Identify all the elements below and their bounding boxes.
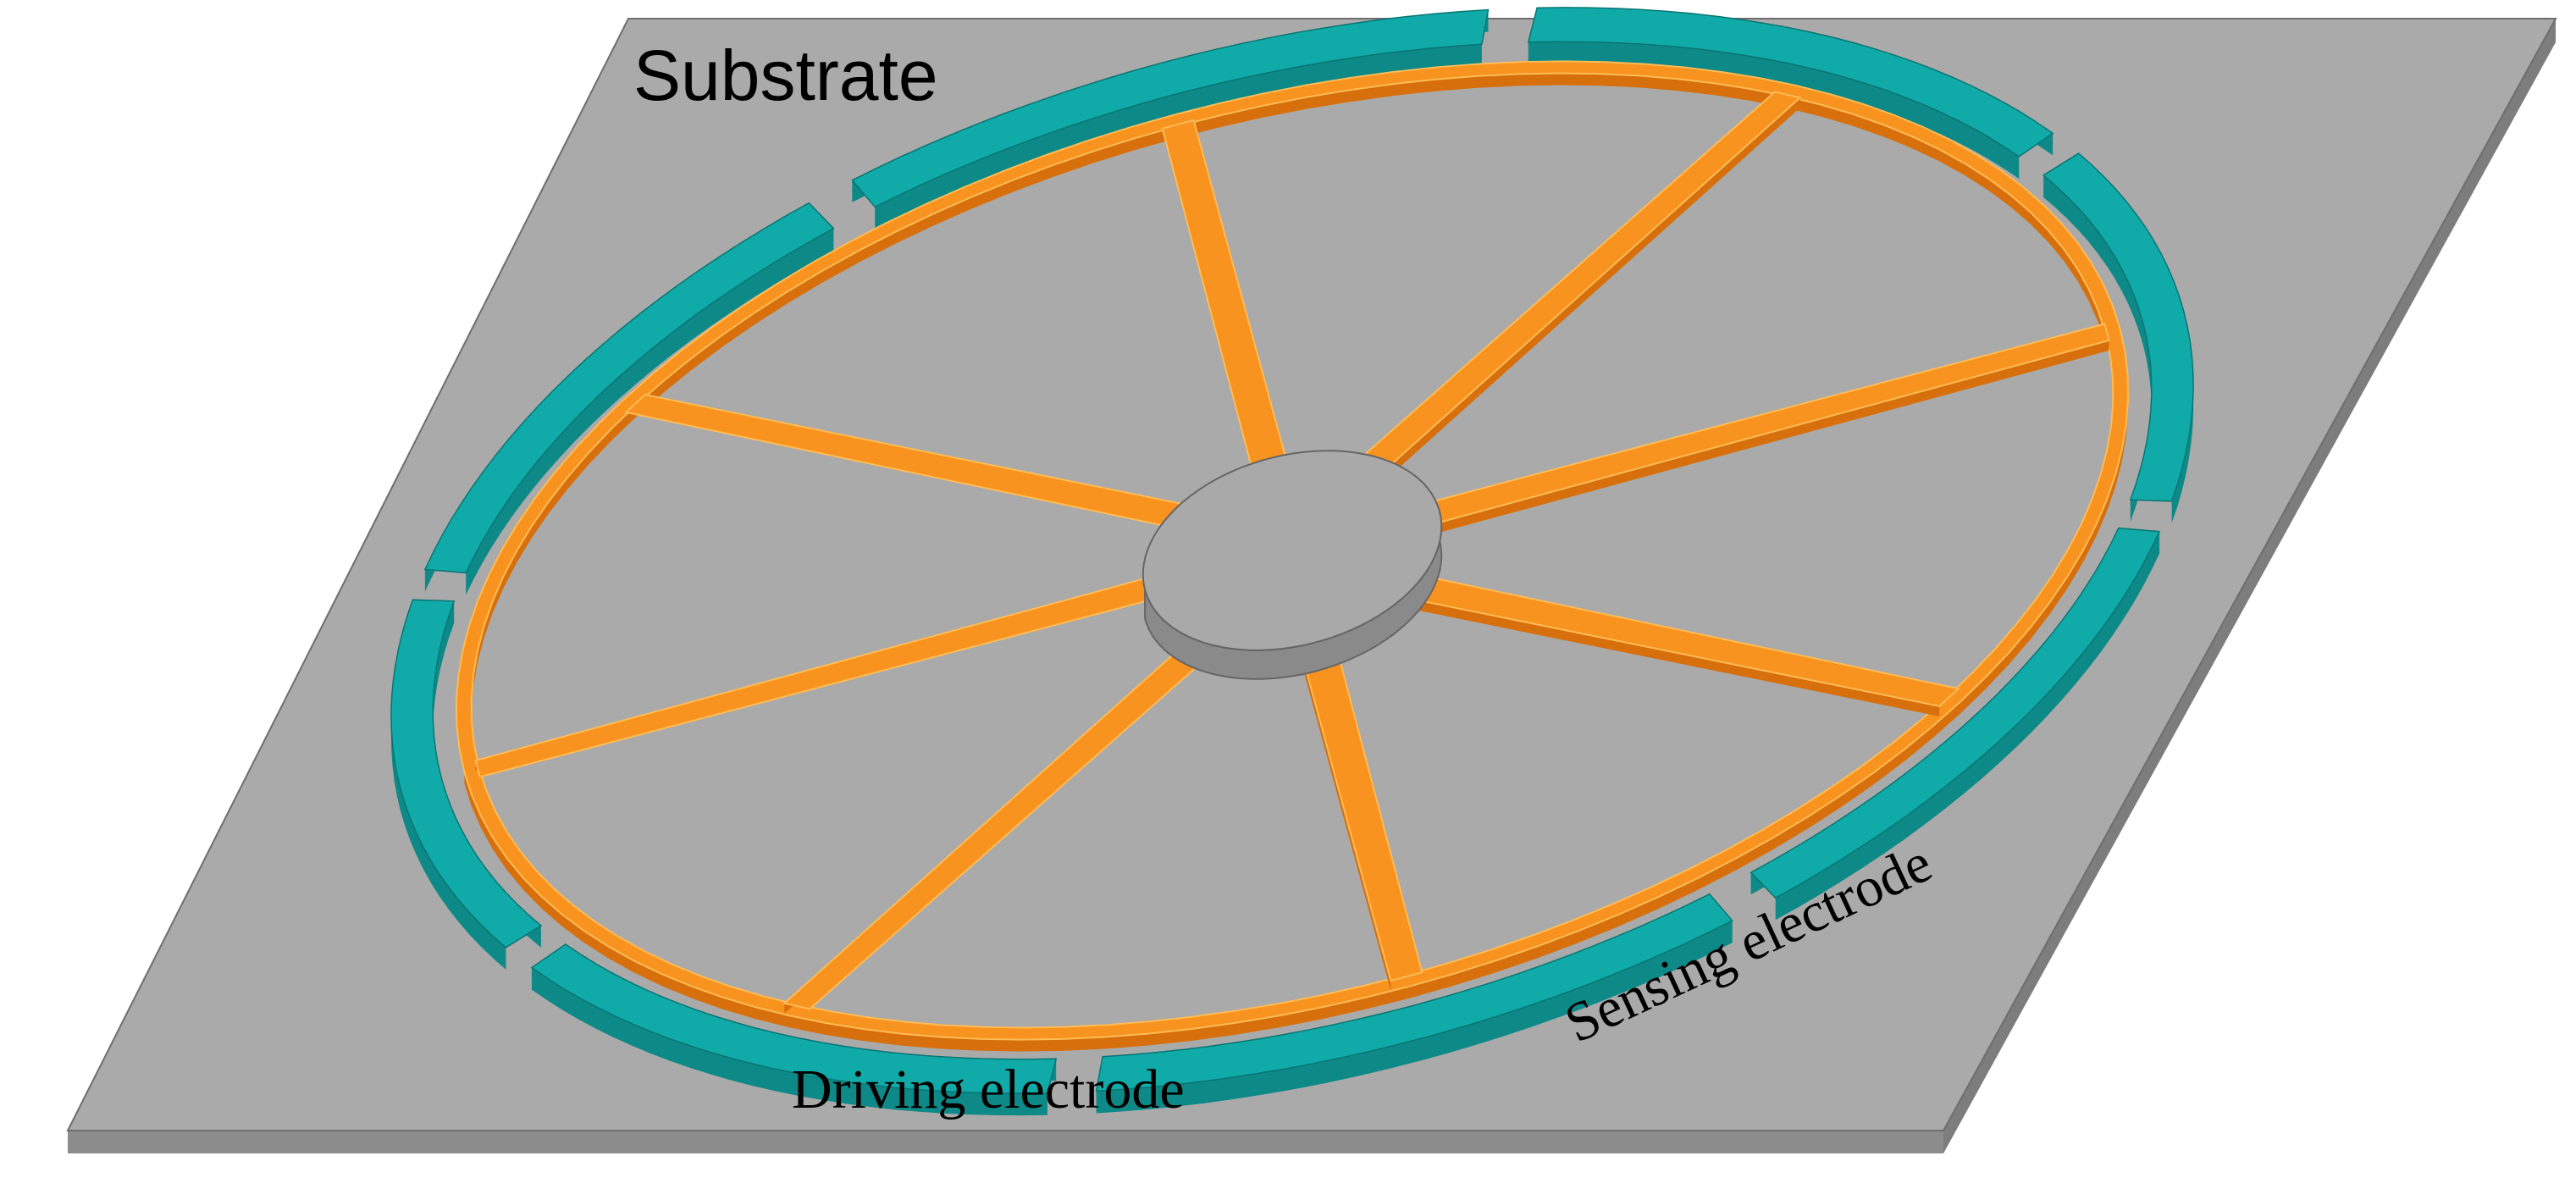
electrode-ring [390,7,2194,1116]
electrode-inner-side-face [875,44,1482,230]
electrode-segment [530,943,1058,1116]
electrode-inner-side-face [466,228,834,595]
electrode-top-face [1527,7,2054,158]
electrode-top-face [2042,152,2194,502]
electrode-segment [1750,527,2161,921]
resonator [455,60,2130,1052]
spoke-side-face [1396,595,1940,716]
substrate-right-face [1943,19,2556,1153]
electrode-top-face [390,599,543,948]
electrode-side-face [1775,531,2160,921]
ring-inner-wall [471,73,2106,781]
electrode-segment [390,599,543,970]
electrode-segment [423,202,835,595]
electrode-side-face [1096,921,1733,1114]
electrode-inner-side-face [1528,41,2020,179]
spoke-side-face [1434,340,2109,534]
electrode-segment [1095,893,1733,1114]
electrode-top-face [530,943,1058,1094]
electrode-segment [851,8,1490,230]
electrode-top-face [423,202,835,574]
substrate-label: Substrate [633,36,938,115]
spoke-side-face [1388,97,1800,478]
electrode-top-face [1095,893,1733,1092]
driving-electrode-label: Driving electrode [792,1059,1185,1120]
substrate-front-face [68,1131,1943,1153]
electrode-side-face [531,967,1048,1116]
electrode-top-face [851,8,1490,208]
electrode-segment [2042,152,2194,523]
center-anchor [1142,450,1443,680]
electrode-segment [1527,7,2054,179]
center-anchor-top [1142,450,1443,651]
electrode-top-face [1750,527,2161,899]
